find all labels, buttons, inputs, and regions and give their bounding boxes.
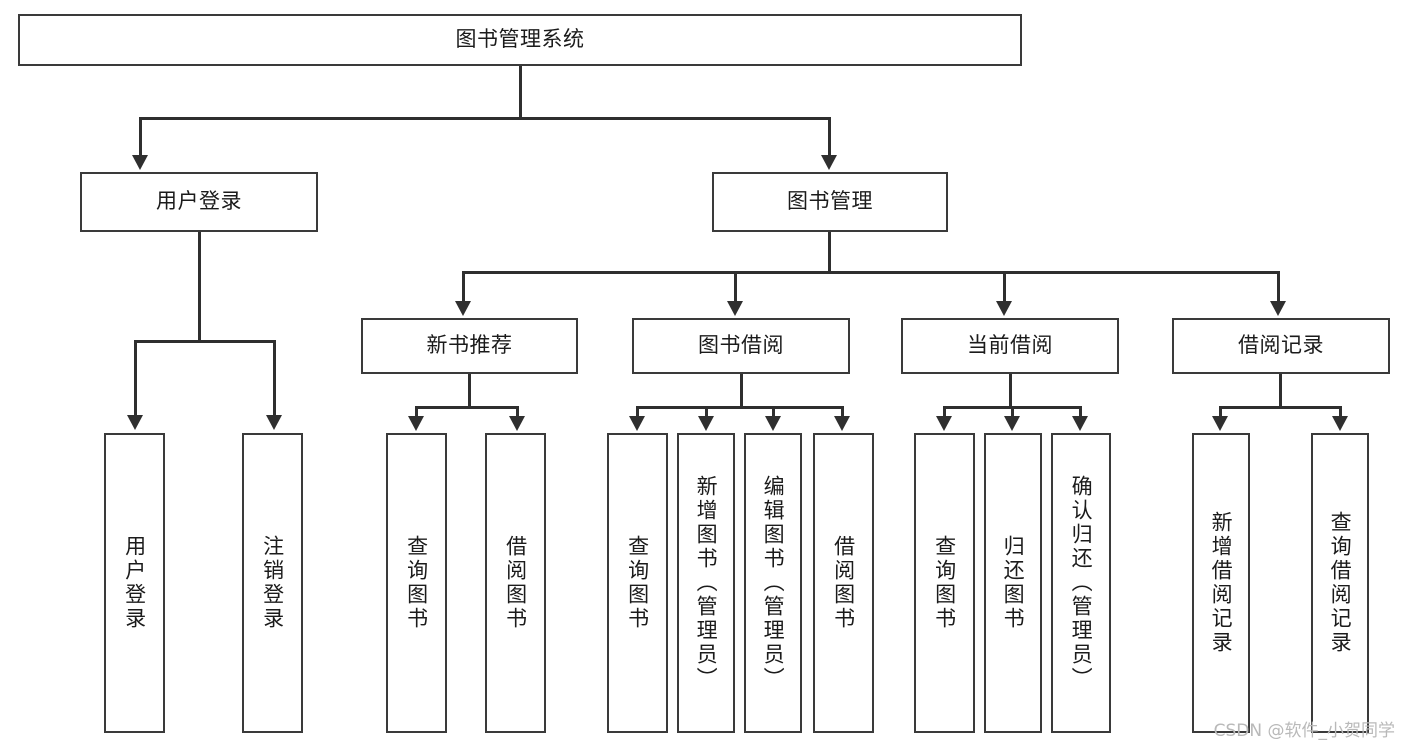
connector-borrow-record-bus [1219, 406, 1342, 409]
arrowhead-to-user-login [132, 155, 148, 170]
node-leaf-query-book-2[interactable]: 查询图书 [607, 433, 668, 733]
node-label: 借阅图书 [831, 535, 856, 631]
node-book-management[interactable]: 图书管理 [712, 172, 948, 232]
node-book-borrow[interactable]: 图书借阅 [632, 318, 850, 374]
connector-level3-bus [462, 271, 1280, 274]
connector-book-management-stem [828, 232, 831, 272]
arrowhead-to-leaf-edit-book [765, 416, 781, 431]
arrowhead-to-leaf-query-book-3 [936, 416, 952, 431]
node-leaf-query-book-3[interactable]: 查询图书 [914, 433, 975, 733]
connector-to-borrow-record [1277, 271, 1280, 303]
connector-to-leaf-add-book [705, 406, 708, 418]
node-leaf-add-book[interactable]: 新增图书（管理员） [677, 433, 735, 733]
connector-to-leaf-add-record [1219, 406, 1222, 418]
node-leaf-edit-book[interactable]: 编辑图书（管理员） [744, 433, 802, 733]
node-leaf-query-record[interactable]: 查询借阅记录 [1311, 433, 1369, 733]
arrowhead-to-leaf-query-book-2 [629, 416, 645, 431]
arrowhead-to-leaf-return-book [1004, 416, 1020, 431]
node-label: 用户登录 [122, 535, 147, 631]
connector-book-borrow-bus [636, 406, 844, 409]
node-leaf-user-login[interactable]: 用户登录 [104, 433, 165, 733]
arrowhead-to-leaf-user-login [127, 415, 143, 430]
connector-to-leaf-query-book-2 [636, 406, 639, 418]
connector-to-book-management [828, 117, 831, 157]
connector-level2-bus [139, 117, 831, 120]
connector-to-user-login [139, 117, 142, 157]
node-user-login[interactable]: 用户登录 [80, 172, 318, 232]
node-label: 当前借阅 [967, 333, 1053, 358]
node-label: 借阅图书 [503, 535, 528, 631]
arrowhead-to-book-management [821, 155, 837, 170]
node-leaf-add-record[interactable]: 新增借阅记录 [1192, 433, 1250, 733]
connector-to-leaf-return-book [1011, 406, 1014, 418]
connector-user-login-bus [134, 340, 276, 343]
connector-to-leaf-query-book-1 [415, 406, 418, 418]
node-label: 用户登录 [156, 189, 242, 214]
arrowhead-to-leaf-add-book [698, 416, 714, 431]
node-label: 查询图书 [625, 535, 650, 631]
connector-user-login-stem [198, 232, 201, 342]
node-current-borrow[interactable]: 当前借阅 [901, 318, 1119, 374]
node-leaf-borrow-book-1[interactable]: 借阅图书 [485, 433, 546, 733]
node-label: 图书管理 [787, 189, 873, 214]
connector-to-leaf-query-record [1339, 406, 1342, 418]
node-label: 查询图书 [404, 535, 429, 631]
arrowhead-to-new-book-recommend [455, 301, 471, 316]
node-label: 新增图书（管理员） [694, 475, 719, 691]
node-label: 新书推荐 [426, 333, 513, 358]
connector-book-borrow-stem [740, 374, 743, 408]
node-leaf-confirm-return[interactable]: 确认归还（管理员） [1051, 433, 1111, 733]
node-root-book-management-system[interactable]: 图书管理系统 [18, 14, 1022, 66]
connector-to-leaf-borrow-book-2 [841, 406, 844, 418]
node-label: 新增借阅记录 [1209, 511, 1234, 655]
arrowhead-to-leaf-confirm-return [1072, 416, 1088, 431]
node-label: 确认归还（管理员） [1069, 475, 1094, 691]
node-leaf-borrow-book-2[interactable]: 借阅图书 [813, 433, 874, 733]
connector-borrow-record-stem [1279, 374, 1282, 408]
node-label: 注销登录 [260, 535, 285, 631]
connector-to-current-borrow [1003, 271, 1006, 303]
node-label: 图书借阅 [698, 333, 784, 358]
connector-new-book-recommend-bus [415, 406, 519, 409]
arrowhead-to-leaf-borrow-book-2 [834, 416, 850, 431]
arrowhead-to-leaf-add-record [1212, 416, 1228, 431]
node-label: 图书管理系统 [455, 27, 585, 52]
connector-to-leaf-confirm-return [1079, 406, 1082, 418]
arrowhead-to-leaf-query-record [1332, 416, 1348, 431]
node-borrow-record[interactable]: 借阅记录 [1172, 318, 1390, 374]
connector-root-stem [519, 66, 522, 118]
arrowhead-to-book-borrow [727, 301, 743, 316]
connector-to-leaf-borrow-book-1 [516, 406, 519, 418]
arrowhead-to-leaf-logout-login [266, 415, 282, 430]
arrowhead-to-current-borrow [996, 301, 1012, 316]
node-new-book-recommend[interactable]: 新书推荐 [361, 318, 578, 374]
connector-new-book-recommend-stem [468, 374, 471, 408]
arrowhead-to-leaf-borrow-book-1 [509, 416, 525, 431]
watermark-text: CSDN @软件_小贺同学 [1213, 721, 1395, 741]
node-leaf-query-book-1[interactable]: 查询图书 [386, 433, 447, 733]
arrowhead-to-leaf-query-book-1 [408, 416, 424, 431]
node-label: 归还图书 [1001, 535, 1026, 631]
arrowhead-to-borrow-record [1270, 301, 1286, 316]
node-leaf-return-book[interactable]: 归还图书 [984, 433, 1042, 733]
node-label: 查询图书 [932, 535, 957, 631]
node-label: 查询借阅记录 [1328, 511, 1353, 655]
connector-to-new-book-recommend [462, 271, 465, 303]
connector-current-borrow-stem [1009, 374, 1012, 408]
connector-to-book-borrow [734, 271, 737, 303]
node-leaf-logout-login[interactable]: 注销登录 [242, 433, 303, 733]
node-label: 编辑图书（管理员） [761, 475, 786, 691]
connector-to-leaf-query-book-3 [943, 406, 946, 418]
connector-to-leaf-edit-book [772, 406, 775, 418]
connector-to-leaf-user-login [134, 340, 137, 417]
connector-to-leaf-logout-login [273, 340, 276, 417]
node-label: 借阅记录 [1238, 333, 1324, 358]
